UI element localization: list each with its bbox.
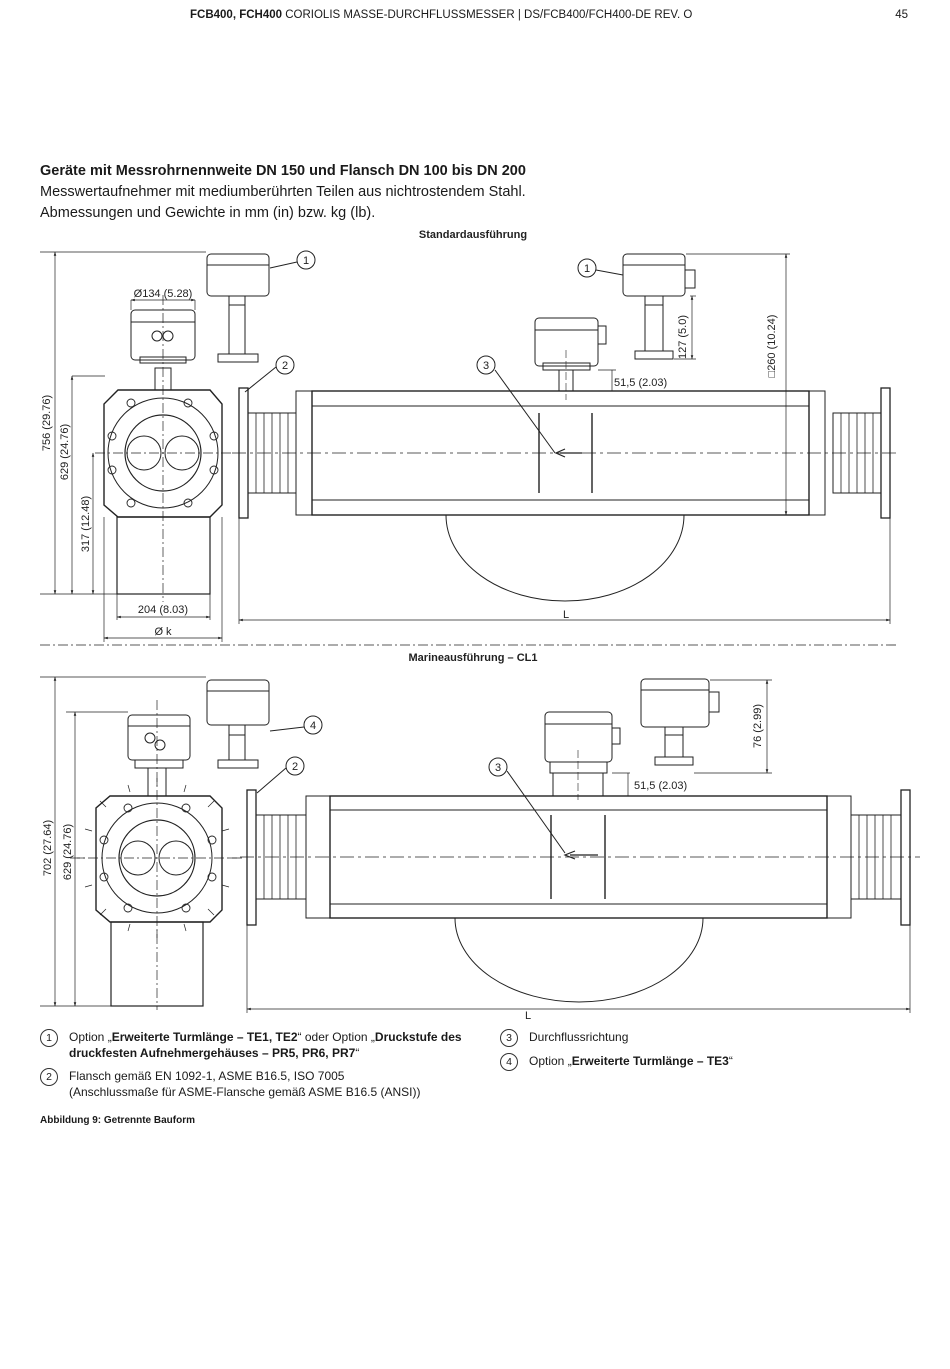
legend-2-line-2: (Anschlussmaße für ASME-Flansche gemäß A…: [69, 1085, 421, 1099]
bottom-side-view: [40, 676, 323, 1010]
dim-h756: 756 (29.76): [41, 395, 53, 451]
dim-L-bottom: L: [525, 1010, 531, 1022]
dim-h260: □260 (10.24): [766, 315, 778, 378]
bottom-front-view: [240, 678, 920, 1013]
legend-item-2: 2 Flansch gemäß EN 1092-1, ASME B16.5, I…: [40, 1068, 485, 1100]
legend-4-post: “: [728, 1054, 733, 1068]
callout-3-top: 3: [483, 360, 489, 372]
dim-h127: 127 (5.0): [677, 315, 689, 359]
dim-L-top: L: [563, 609, 569, 621]
doc-title: CORIOLIS MASSE-DURCHFLUSSMESSER | DS/FCB…: [282, 9, 693, 21]
legend-item-1: 1 Option „Erweiterte Turmlänge – TE1, TE…: [40, 1029, 485, 1061]
dim-h629: 629 (24.76): [59, 424, 71, 480]
figure-caption: Abbildung 9: Getrennte Bauform: [40, 1115, 195, 1126]
dim-h317: 317 (12.48): [80, 496, 92, 552]
dim-d515-top: 51,5 (2.03): [614, 377, 667, 389]
label-standard: Standardausführung: [419, 229, 527, 241]
legend-4-bold: Erweiterte Turmlänge – TE3: [571, 1054, 729, 1068]
legend-num-3: 3: [500, 1029, 518, 1047]
dim-d134: Ø134 (5.28): [134, 288, 193, 300]
dim-d515-bottom: 51,5 (2.03): [634, 780, 687, 792]
legend-num-2: 2: [40, 1068, 58, 1086]
callout-2-bottom: 2: [292, 761, 298, 773]
legend-item-3: 3 Durchflussrichtung: [500, 1029, 900, 1047]
label-marine: Marineausführung – CL1: [409, 652, 538, 664]
legend-2-line-1: Flansch gemäß EN 1092-1, ASME B16.5, ISO…: [69, 1069, 345, 1083]
callout-1-top-left: 1: [303, 255, 309, 267]
legend-1-bold-1: Erweiterte Turmlänge – TE1, TE2: [111, 1030, 298, 1044]
legend-num-4: 4: [500, 1053, 518, 1071]
legend-1-mid: “ oder Option „: [297, 1030, 375, 1044]
legend-item-4: 4 Option „Erweiterte Turmlänge – TE3“: [500, 1053, 900, 1071]
legend-1-pre: Option „: [69, 1030, 112, 1044]
top-side-view: [40, 250, 316, 642]
callout-3-bottom: 3: [495, 762, 501, 774]
page-number: 45: [895, 9, 908, 21]
section-line-2: Abmessungen und Gewichte in mm (in) bzw.…: [40, 205, 376, 221]
callout-4-bottom: 4: [310, 720, 316, 732]
legend-1-post: “: [355, 1046, 360, 1060]
callout-2-top: 2: [282, 360, 288, 372]
dim-h629-bottom: 629 (24.76): [62, 824, 74, 880]
page-header: FCB400, FCH400 CORIOLIS MASSE-DURCHFLUSS…: [190, 9, 908, 21]
doc-product: FCB400, FCH400: [190, 9, 283, 21]
dim-h702: 702 (27.64): [42, 820, 54, 876]
legend-4-pre: Option „: [529, 1054, 572, 1068]
dim-dk: Ø k: [154, 626, 172, 638]
legend-1-bold-2: Druckstufe des druckfesten Aufnehmergehä…: [69, 1030, 462, 1060]
section-title: Geräte mit Messrohrnennweite DN 150 und …: [40, 163, 526, 179]
legend-3-text: Durchflussrichtung: [529, 1030, 629, 1044]
dim-h76: 76 (2.99): [752, 704, 764, 748]
callout-1-top-right: 1: [584, 263, 590, 275]
top-front-view: [232, 253, 900, 624]
dim-w204: 204 (8.03): [138, 604, 188, 616]
section-line-1: Messwertaufnehmer mit mediumberührten Te…: [40, 184, 526, 200]
legend-num-1: 1: [40, 1029, 58, 1047]
